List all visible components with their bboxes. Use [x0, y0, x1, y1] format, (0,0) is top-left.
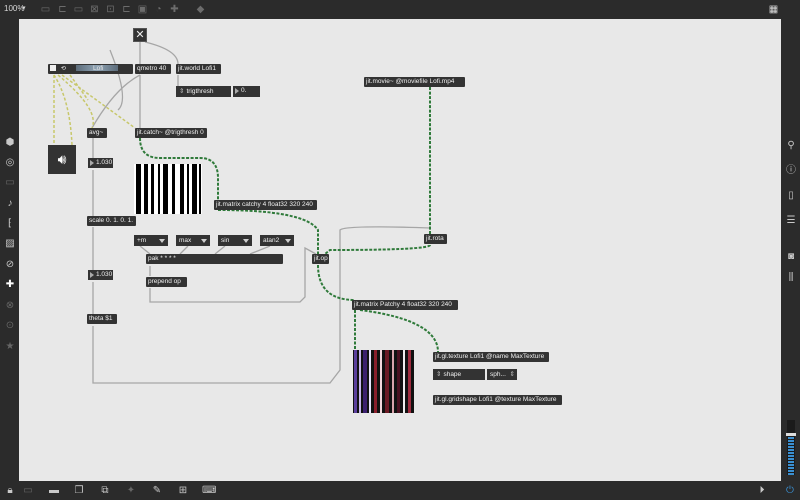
paint-icon[interactable]: ◆: [196, 4, 205, 15]
layers-icon[interactable]: ⧉: [101, 485, 109, 496]
chat-icon[interactable]: ▬: [49, 485, 59, 496]
presentation-icon[interactable]: ▭: [23, 485, 33, 496]
circle-up-icon[interactable]: ⊙: [5, 320, 15, 331]
catchy-bars: [136, 164, 201, 214]
lofi-label: Lofi: [93, 65, 104, 72]
shape-label: shape: [443, 371, 462, 378]
jit-op-object[interactable]: jit.op: [312, 254, 329, 264]
right-sidebar: ⚲ ⓘ ▯ ☰ ◙ ⫼: [781, 19, 800, 481]
circle-x-icon[interactable]: ⊗: [5, 300, 15, 311]
plug-icon[interactable]: ✚: [5, 279, 15, 290]
list-icon[interactable]: ☰: [786, 215, 796, 226]
chevron-down-icon: [159, 239, 165, 243]
zoom-level[interactable]: 100%: [4, 4, 25, 13]
level-meter-fill: [788, 433, 794, 475]
trigthresh-value[interactable]: 0.: [233, 86, 260, 97]
chevron-down-icon: [243, 239, 249, 243]
jit-catch-object[interactable]: jit.catch~ @trigthresh 0: [135, 128, 207, 138]
paperclip-icon[interactable]: ⊘: [5, 259, 15, 270]
lofi-player[interactable]: ⟲ Lofi: [48, 64, 133, 74]
jit-gl-texture-object[interactable]: jit.gl.texture Lofi1 @name MaxTexture: [433, 352, 549, 362]
pin-icon[interactable]: ✚: [170, 4, 179, 15]
jit-matrix-catchy-object[interactable]: jit.matrix catchy 4 float32 320 240: [214, 200, 317, 210]
chevron-down-icon: [201, 239, 207, 243]
jit-world-object[interactable]: jit.world Lofi1: [176, 64, 221, 74]
speaker-icon[interactable]: 🔊︎: [48, 145, 76, 174]
attr-arrows-icon: ⇕: [436, 371, 442, 378]
jit-rota-object[interactable]: jit.rota: [424, 234, 447, 244]
number-box-1[interactable]: 1.030: [88, 158, 113, 168]
level-meter[interactable]: [786, 420, 796, 475]
wand-icon[interactable]: ✦: [126, 485, 136, 496]
theta-message[interactable]: theta $1: [87, 314, 117, 324]
trigthresh-label: trigthresh: [186, 88, 214, 95]
shape-attrui[interactable]: ⇕shape: [433, 369, 485, 380]
dial-icon[interactable]: ▣: [137, 4, 148, 15]
stop-icon[interactable]: [50, 65, 56, 72]
toggle-icon[interactable]: ⊡: [106, 4, 115, 15]
avg-object[interactable]: avg~: [87, 128, 107, 138]
patchy-matrix-view: [353, 350, 414, 413]
mixer-icon[interactable]: ⫼: [788, 272, 794, 283]
number-box-2[interactable]: 1.030: [88, 270, 113, 280]
close-toggle[interactable]: ✕: [133, 28, 147, 42]
package-icon[interactable]: ⬢: [5, 137, 15, 148]
number-icon[interactable]: ◔: [155, 4, 162, 15]
qmetro-object[interactable]: qmetro 40: [135, 64, 171, 74]
trigthresh-attrui[interactable]: ⇕trigthresh: [176, 86, 231, 97]
shape-value-menu[interactable]: sph...⇕: [487, 369, 517, 380]
catchy-matrix-view: [134, 164, 202, 214]
loop-icon[interactable]: ⟲: [60, 66, 66, 72]
umenu-atan2-label: atan2: [263, 237, 280, 244]
jit-matrix-patchy-object[interactable]: jit.matrix Patchy 4 float32 320 240: [352, 300, 458, 310]
umenu-max[interactable]: max: [176, 235, 210, 246]
level-meter-handle[interactable]: [786, 433, 796, 436]
umenu-plus-m[interactable]: +m: [134, 235, 168, 246]
grid-small-icon[interactable]: ⊞: [178, 485, 188, 496]
bottom-toolbar: 🔒︎ ▭ ▬ ❐ ⧉ ✦ ✎ ⊞ ⌨ ⏵ ⏻: [0, 481, 800, 500]
slider-icon[interactable]: ⊏: [122, 4, 131, 15]
bracket-icon[interactable]: ⁅: [8, 218, 12, 229]
chevron-down-icon: [285, 239, 291, 243]
umenu-plus-m-label: +m: [137, 237, 147, 244]
jit-movie-object[interactable]: jit.movie~ @moviefile Lofi.mp4: [364, 77, 465, 87]
windows-icon[interactable]: ❐: [74, 485, 84, 496]
umenu-atan2[interactable]: atan2: [260, 235, 294, 246]
wrench-icon[interactable]: ✎: [152, 485, 162, 496]
pak-object[interactable]: pak * * * *: [146, 254, 283, 264]
camera-icon[interactable]: ◙: [787, 251, 795, 262]
keyboard-icon[interactable]: ⌨: [202, 485, 217, 496]
power-icon[interactable]: ⏻: [786, 485, 794, 496]
info-icon[interactable]: ⓘ: [786, 165, 796, 176]
top-toolbar: 100% ▾ ▭ ⊏ ▭ ⊠ ⊡ ⊏ ▣ ◔ ✚ ◆ ▦: [0, 0, 800, 19]
button-icon[interactable]: ⊠: [90, 4, 99, 15]
zoom-chevron-icon[interactable]: ▾: [22, 5, 26, 12]
waveform-display[interactable]: [75, 65, 118, 72]
scale-object[interactable]: scale 0. 1. 0. 1.: [87, 216, 136, 226]
umenu-sin[interactable]: sin: [218, 235, 252, 246]
search-icon[interactable]: ⚲: [787, 140, 795, 151]
jit-gl-gridshape-object[interactable]: jit.gl.gridshape Lofi1 @texture MaxTextu…: [433, 395, 562, 405]
play-icon[interactable]: ⏵: [759, 485, 765, 496]
image-icon[interactable]: ▨: [5, 238, 15, 249]
stepper-icon: ⇕: [509, 371, 515, 378]
music-note-icon[interactable]: ♪: [7, 198, 13, 209]
book-icon[interactable]: ▯: [788, 190, 794, 201]
lock-icon[interactable]: 🔒︎: [7, 485, 13, 496]
star-icon[interactable]: ★: [5, 341, 15, 352]
target-icon[interactable]: ◎: [5, 157, 15, 168]
grid-icon[interactable]: ▦: [768, 4, 779, 15]
left-sidebar: ⬢ ◎ ▭ ♪ ⁅ ▨ ⊘ ✚ ⊗ ⊙ ★: [0, 19, 19, 481]
comment-icon[interactable]: ▭: [73, 4, 84, 15]
patchy-bars: [354, 350, 411, 413]
umenu-max-label: max: [179, 237, 192, 244]
new-object-icon[interactable]: ▭: [40, 4, 51, 15]
umenu-sin-label: sin: [221, 237, 230, 244]
message-icon[interactable]: ⊏: [58, 4, 67, 15]
shape-value-label: sph...: [490, 371, 506, 378]
prepend-object[interactable]: prepend op: [146, 277, 187, 287]
inspector-icon[interactable]: ▭: [5, 177, 15, 188]
attr-arrows-icon: ⇕: [179, 88, 185, 95]
